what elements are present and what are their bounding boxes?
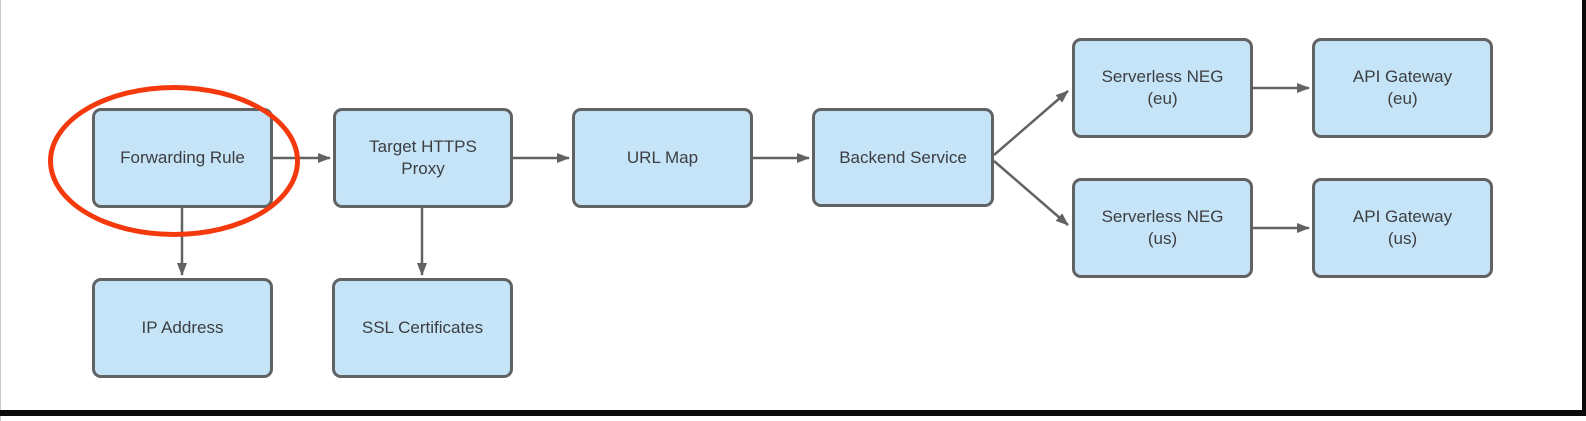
- highlight-ellipse-annotation: [48, 85, 300, 237]
- frame-right-bar: [1582, 0, 1586, 416]
- node-label-ssl-certificates: SSL Certificates: [361, 318, 484, 337]
- node-label-serverless-neg-us: Serverless NEG (us): [1101, 207, 1224, 248]
- node-label-backend-service: Backend Service: [839, 147, 967, 167]
- frame-bottom-bar: [0, 410, 1586, 416]
- node-api-gateway-eu: API Gateway (eu): [1312, 38, 1493, 138]
- node-api-gateway-us: API Gateway (us): [1312, 178, 1493, 278]
- node-url-map: URL Map: [572, 108, 753, 208]
- node-label-api-gateway-us: API Gateway (us): [1352, 207, 1453, 248]
- node-ssl-certificates: SSL Certificates: [332, 278, 513, 378]
- node-target-https-proxy: Target HTTPS Proxy: [333, 108, 513, 208]
- node-label-target-https-proxy: Target HTTPS Proxy: [369, 137, 477, 178]
- node-label-serverless-neg-eu: Serverless NEG (eu): [1101, 67, 1224, 108]
- node-label-api-gateway-eu: API Gateway (eu): [1352, 67, 1453, 108]
- node-label-ip-address: IP Address: [141, 318, 224, 337]
- frame-left-hairline: [0, 0, 1, 421]
- node-label-url-map: URL Map: [626, 148, 699, 167]
- node-ip-address: IP Address: [92, 278, 273, 378]
- node-serverless-neg-eu: Serverless NEG (eu): [1072, 38, 1253, 138]
- node-serverless-neg-us: Serverless NEG (us): [1072, 178, 1253, 278]
- node-backend-service: Backend Service: [812, 108, 994, 207]
